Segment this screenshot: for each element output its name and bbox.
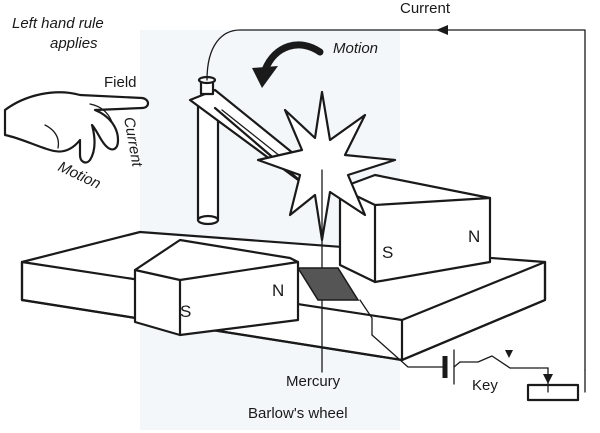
circuit: Current Key — [206, 0, 586, 402]
key-contact — [505, 350, 513, 358]
wire-battery-key — [453, 361, 461, 368]
motion-arrow-head — [252, 66, 278, 88]
board-slot — [359, 299, 373, 336]
magnet-back-n-label: N — [468, 227, 480, 246]
left-hand-illustration — [3, 91, 150, 164]
stand-post-base — [196, 214, 220, 226]
hand-finger-line — [89, 103, 113, 123]
key-label: Key — [472, 377, 498, 394]
rule-label-line1: Left hand rule — [12, 15, 104, 32]
mercury-pool — [296, 267, 360, 301]
magnet-front-n-label: N — [272, 281, 284, 300]
magnet-back-body — [338, 173, 492, 284]
hand-knuckle-line — [44, 124, 60, 149]
magnet-front-s-label: S — [180, 302, 191, 321]
board-thickness — [20, 260, 547, 362]
caption: Barlow's wheel — [248, 405, 348, 422]
magnet-front: S N — [133, 238, 300, 337]
hand-shape — [3, 91, 150, 164]
current-hand-label: Current — [120, 116, 146, 169]
motion-arrow-arc — [261, 41, 324, 74]
stand-post — [196, 103, 220, 222]
magnet-back: S N — [338, 173, 492, 284]
rheostat — [526, 383, 580, 402]
circuit-wire-top — [206, 29, 586, 371]
current-arrow-head — [436, 25, 448, 35]
motion-top-label: Motion — [333, 40, 378, 57]
rule-label-line2: applies — [50, 35, 98, 52]
magnet-back-s-label: S — [382, 243, 393, 262]
mercury-trough — [296, 267, 360, 373]
mercury-label: Mercury — [286, 373, 341, 390]
star-wheel — [256, 90, 397, 269]
motion-hand-label: Motion — [55, 158, 103, 192]
magnet-front-body — [133, 238, 300, 337]
motion-arrow: Motion — [252, 40, 378, 88]
current-top-label: Current — [400, 0, 451, 17]
key-switch — [459, 355, 511, 369]
rheostat-arrow — [543, 374, 553, 384]
wire-battery-mercury — [371, 334, 446, 368]
field-label: Field — [104, 74, 137, 91]
